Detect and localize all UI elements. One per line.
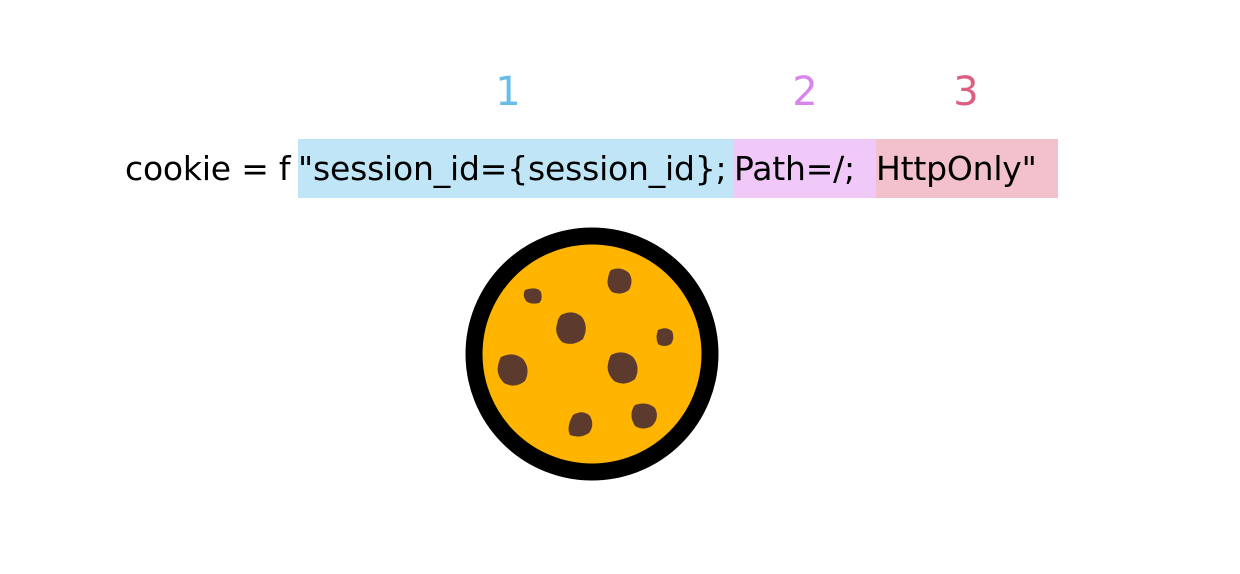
chocolate-chip [656,328,674,346]
marker-3: 3 [953,69,979,115]
chocolate-chip [523,288,542,304]
marker-1: 1 [495,69,521,115]
cookie-icon [465,227,719,481]
chocolate-chip [607,352,638,384]
chocolate-chip [631,403,657,429]
chocolate-chip [497,354,528,386]
marker-2: 2 [792,69,818,115]
chocolate-chip [607,268,632,294]
code-segment-httponly: HttpOnly" [876,139,1058,198]
chocolate-chip [556,312,586,344]
code-segment-session-id: "session_id={session_id}; [298,139,734,198]
code-prefix: cookie = f [125,149,291,188]
code-segment-path: Path=/; [734,139,876,198]
chocolate-chip [568,412,593,437]
